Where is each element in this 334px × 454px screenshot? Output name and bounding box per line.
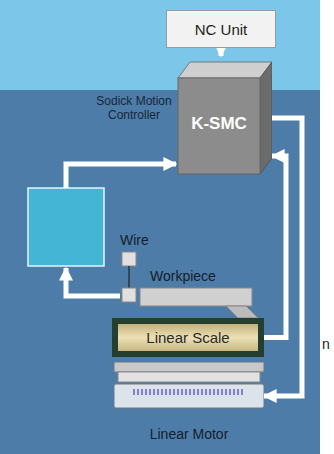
coil-winding [157,389,159,395]
cube-top [178,62,272,78]
nc-unit-box: NC Unit [166,10,276,48]
coil-winding [141,389,143,395]
node-label: NC Unit [195,21,248,38]
coil-winding [233,389,235,395]
motor-illustration [114,362,264,410]
upper-wire-guide [122,252,136,266]
scale-label: Linear Scale [122,329,254,346]
coil-winding [145,389,147,395]
coil-winding [153,389,155,395]
coil-winding [229,389,231,395]
coil-winding [213,389,215,395]
motor-stator [114,384,264,408]
coil-winding [237,389,239,395]
slider-plate [118,372,260,382]
cut-off-text: n [322,336,330,352]
amplifier-box [28,188,104,266]
coil-winding [201,389,203,395]
part-label: Workpiece [150,268,216,284]
workpiece-block [140,288,252,306]
coil-winding [185,389,187,395]
coil-winding [181,389,183,395]
coil-winding [209,389,211,395]
lower-wire-guide [122,288,136,302]
controller-label: K-SMC [178,114,260,134]
coil-winding [205,389,207,395]
coil-winding [149,389,151,395]
coil-winding [221,389,223,395]
coil-winding [165,389,167,395]
wire-electrode [128,266,130,288]
coil-winding [193,389,195,395]
coil-winding [197,389,199,395]
controller-name: Sodick Motion Controller [96,94,172,122]
coil-winding [225,389,227,395]
signal-arrow [66,164,176,188]
linear-scale-box: Linear Scale [112,318,264,357]
feedback-arrow [66,268,120,296]
coil-winding [169,389,171,395]
coil-winding [177,389,179,395]
main-panel [0,90,320,454]
part-label: Wire [120,232,149,248]
signal-connector [219,48,224,56]
coil-winding [189,389,191,395]
coil-winding [241,389,243,395]
motor-label: Linear Motor [114,426,264,442]
top-band [0,0,320,90]
coil-winding [217,389,219,395]
coil-winding [161,389,163,395]
motion-controller-cube: Sodick Motion ControllerK-SMC [96,56,272,178]
table-plate [114,362,264,372]
coil-winding [133,389,135,395]
cube-side [260,62,272,174]
workpiece-support [226,306,258,318]
signal-connector [264,156,286,338]
coil-winding [173,389,175,395]
linear-motor: Linear Motor [114,362,264,442]
cube-front [178,78,260,174]
coil-winding [137,389,139,395]
